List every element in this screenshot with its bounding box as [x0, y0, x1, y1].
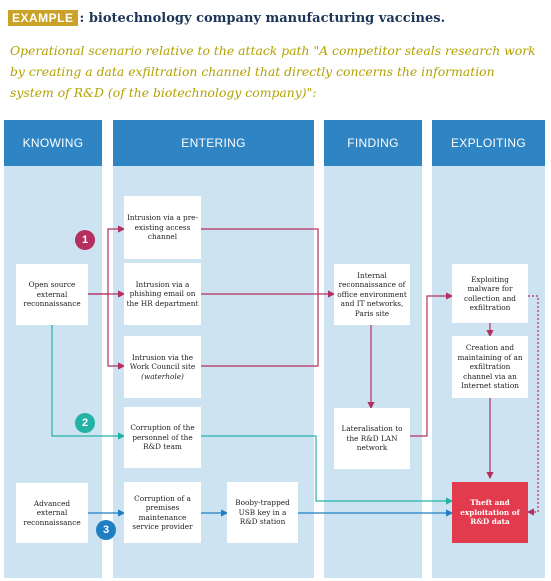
path-badge-2: 2	[75, 413, 95, 433]
node-lateralisation: Lateralisation to the R&D LAN network	[334, 408, 410, 469]
node-corruption-provider: Corruption of a premises maintenance ser…	[124, 482, 201, 543]
node-open-source-recon: Open source external reconnaissance	[16, 264, 88, 325]
node-exploit-malware: Exploiting malware for collection and ex…	[452, 264, 528, 323]
node-booby-usb: Booby-trapped USB key in a R&D station	[227, 482, 298, 543]
node-advanced-recon: Advanced external reconnaissance	[16, 483, 88, 543]
example-tag: EXAMPLE	[8, 10, 78, 26]
path1-waterhole-to-internal	[201, 294, 319, 367]
path-badge-1: 1	[75, 230, 95, 250]
path1-preexisting-to-internal	[201, 228, 319, 294]
node-theft: Theft and exploitation of R&D data	[452, 482, 528, 543]
path-badge-3: 3	[96, 520, 116, 540]
waterhole-note: (waterhole)	[141, 371, 184, 381]
path1-lateral-to-malware	[410, 292, 454, 437]
path2-recon-to-personnel	[51, 325, 126, 440]
node-intrusion-waterhole: Intrusion via the Work Council site (wat…	[124, 336, 201, 398]
node-intrusion-preexisting: Intrusion via a pre-existing access chan…	[124, 196, 201, 259]
path1-to-waterhole	[107, 294, 126, 370]
column-header-knowing: KNOWING	[4, 120, 102, 166]
node-intrusion-phishing: Intrusion via a phishing email on the HR…	[124, 263, 201, 325]
page-title: : biotechnology company manufacturing va…	[79, 10, 446, 26]
path2-personnel-to-theft	[201, 435, 454, 505]
node-corruption-personnel: Corruption of the personnel of the R&D t…	[124, 407, 201, 468]
column-header-finding: FINDING	[324, 120, 422, 166]
path1-dotted-loop	[526, 295, 539, 516]
scenario-description: Operational scenario relative to the att…	[10, 43, 536, 100]
column-finding	[324, 120, 422, 578]
column-header-exploiting: EXPLOITING	[432, 120, 545, 166]
waterhole-text: Intrusion via the Work Council site	[129, 352, 196, 372]
page-header: EXAMPLE : biotechnology company manufact…	[8, 8, 445, 28]
column-header-entering: ENTERING	[113, 120, 314, 166]
node-internal-recon: Internal reconnaissance of office enviro…	[334, 264, 410, 325]
node-creation-channel: Creation and maintaining of an exfiltrat…	[452, 336, 528, 398]
